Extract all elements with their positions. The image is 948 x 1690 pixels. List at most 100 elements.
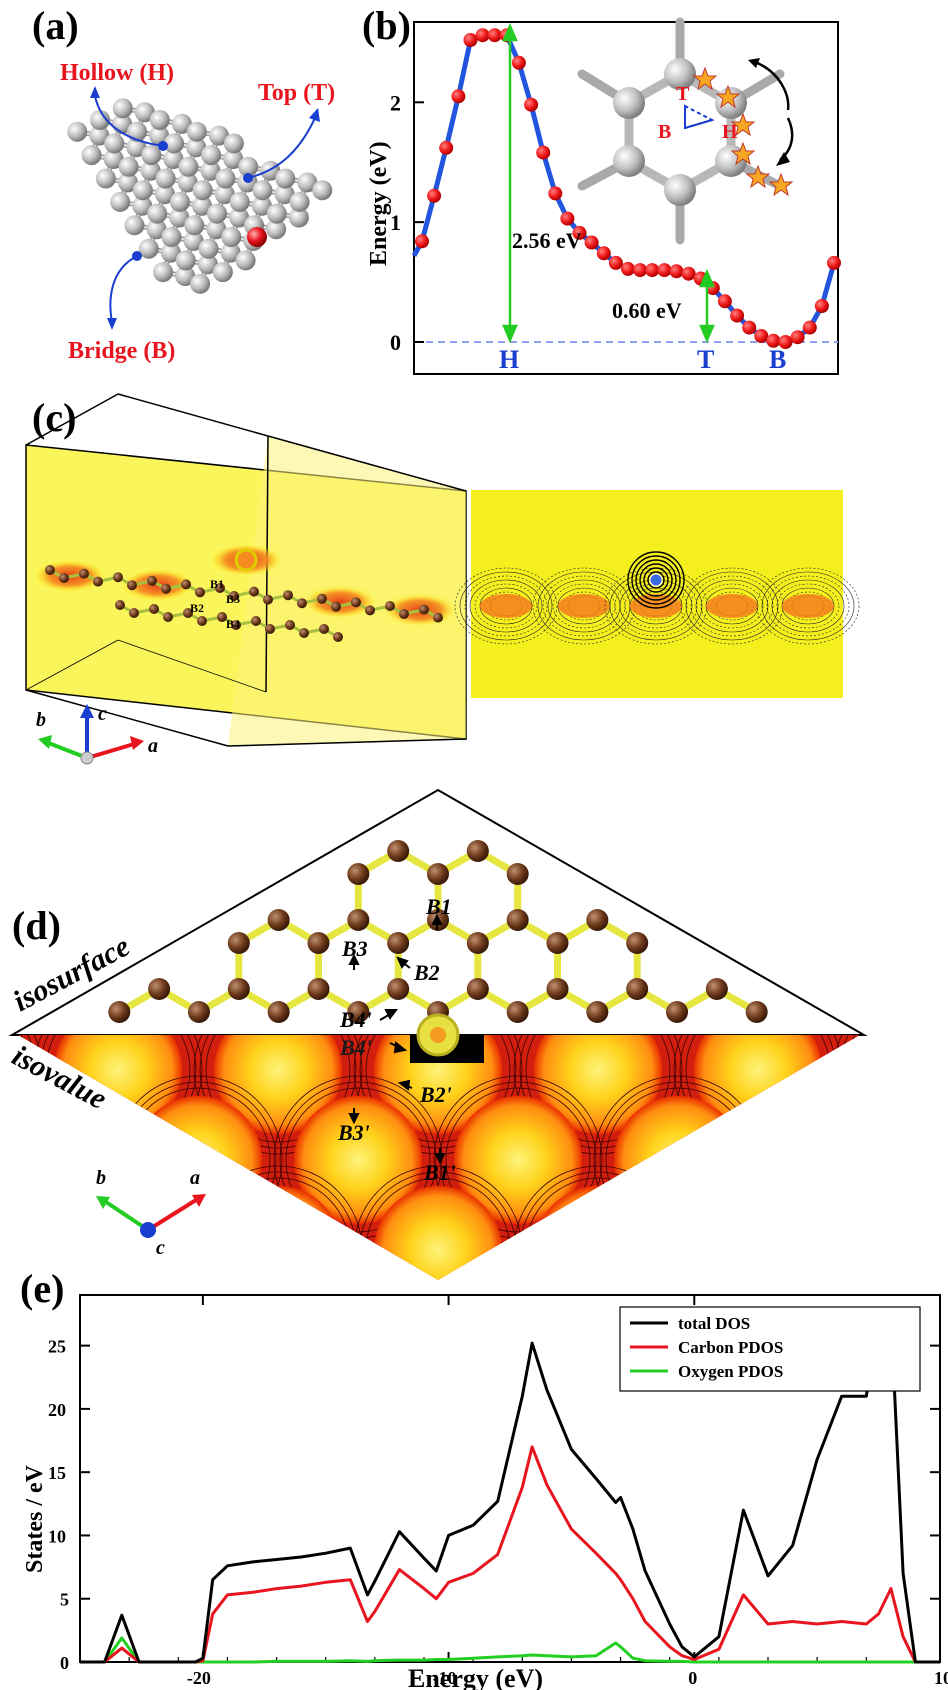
bond-B4: B4'	[339, 1007, 372, 1032]
carbon-atom	[745, 1001, 768, 1023]
energy-point	[814, 299, 829, 313]
carbon-atom	[275, 168, 296, 189]
carbon-atom	[155, 168, 176, 189]
inset-top-label: T	[676, 83, 690, 105]
energy-point	[475, 28, 490, 43]
carbon-atom	[466, 978, 489, 1000]
carbon-atom	[164, 133, 185, 154]
energy-point	[717, 294, 732, 309]
carbon-atom	[197, 254, 218, 275]
carbon-atom	[184, 215, 205, 236]
carbon-atom	[192, 195, 213, 216]
contour-side-view	[471, 490, 843, 698]
carbon-atom	[227, 932, 250, 954]
top-site-label: Top (T)	[258, 80, 335, 106]
carbon-atom	[200, 160, 221, 181]
y-tick-label: 2	[390, 90, 401, 115]
carbon-atom	[317, 593, 327, 604]
inset-path-diagram: T B H	[577, 17, 794, 245]
carbon-atom	[285, 620, 295, 630]
bridge-site-label: Bridge (B)	[68, 338, 175, 364]
carbon-atom	[251, 616, 261, 626]
carbon-atom	[117, 172, 138, 193]
carbon-atom	[283, 590, 293, 601]
energy-point	[536, 145, 551, 160]
carbon-atom	[385, 601, 395, 611]
carbon-atom	[115, 600, 125, 610]
carbon-atom	[183, 230, 204, 251]
y-tick-label: 25	[48, 1337, 66, 1357]
carbon-atom	[190, 273, 211, 294]
carbon-atom	[546, 932, 569, 954]
carbon-atom	[351, 597, 361, 608]
carbon-atom	[208, 125, 229, 146]
x-tick-T: T	[697, 345, 714, 374]
energy-point	[584, 235, 599, 250]
axis-triad-c	[38, 704, 144, 765]
barrier-high-label: 2.56 eV	[512, 228, 582, 253]
star-icon	[692, 66, 718, 91]
y-tick-label: 0	[60, 1653, 69, 1673]
carbon-atom	[223, 133, 244, 154]
carbon-atom	[466, 840, 489, 862]
carbon-atom	[149, 604, 159, 614]
energy-point	[827, 255, 841, 270]
carbon-atom	[214, 184, 235, 205]
energy-point	[511, 55, 526, 70]
carbon-atom	[217, 612, 227, 622]
carbon-atom	[546, 978, 569, 1000]
carbon-atom	[220, 242, 241, 263]
carbon-atom	[113, 572, 123, 583]
carbon-atom	[419, 604, 429, 615]
legend-entry: Carbon PDOS	[678, 1338, 783, 1357]
carbon-atom	[427, 863, 449, 885]
carbon-atom	[267, 909, 290, 931]
carbon-atom	[153, 262, 174, 283]
panel-label-d: (d)	[12, 903, 61, 948]
carbon-atom	[249, 586, 259, 597]
carbon-atom	[103, 149, 124, 169]
energy-point	[560, 211, 575, 226]
bond-B4-prime: B4'	[339, 1035, 372, 1060]
bond-B1-prime: B1'	[423, 1160, 456, 1185]
energy-point	[487, 28, 502, 43]
axis-triad-d	[96, 1194, 206, 1238]
star-icon	[745, 164, 771, 189]
energy-points	[415, 28, 841, 349]
carbon-atom	[365, 605, 375, 616]
panel-label-b: (b)	[362, 3, 411, 48]
carbon-atom	[192, 180, 213, 201]
dos-series-line	[80, 1636, 940, 1664]
bond-B2-prime: B2'	[419, 1082, 452, 1107]
x-tick-label: 0	[688, 1668, 697, 1688]
inset-bridge-label: B	[658, 121, 671, 143]
carbon-atom	[506, 1001, 529, 1023]
carbon-atom	[95, 168, 116, 189]
carbon-atom	[175, 250, 196, 271]
carbon-atom	[229, 207, 250, 228]
energy-point	[572, 225, 587, 240]
carbon-atom	[198, 238, 219, 259]
energy-point	[463, 33, 478, 47]
energy-point	[742, 320, 757, 335]
carbon-atom	[197, 616, 207, 626]
carbon-atom	[186, 137, 207, 158]
energy-point	[548, 186, 563, 201]
carbon-atom	[238, 156, 259, 177]
x-tick-label: 10	[934, 1668, 948, 1688]
carbon-atom	[93, 576, 103, 587]
carbon-atom	[110, 191, 131, 212]
carbon-atom	[266, 219, 287, 240]
carbon-atom	[147, 575, 157, 586]
dos-x-axis-label: Energy (eV)	[408, 1664, 543, 1690]
carbon-atom	[252, 180, 273, 201]
carbon-atom	[181, 579, 191, 590]
panel-label-a: (a)	[32, 3, 79, 48]
energy-point	[427, 188, 442, 203]
graphene-top-view: Hollow (H) Top (T) Bridge (B)	[60, 60, 335, 364]
axis-label-c-d: c	[156, 1237, 165, 1259]
y-tick-label: 15	[48, 1463, 66, 1483]
energy-point	[681, 266, 696, 281]
carbon-atom	[169, 191, 190, 212]
